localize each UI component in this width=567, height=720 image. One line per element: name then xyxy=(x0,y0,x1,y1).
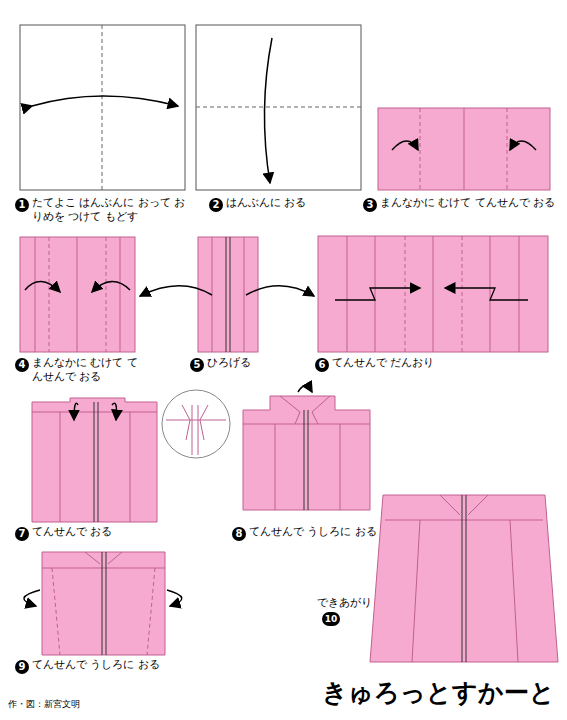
callout-number: 6 xyxy=(315,358,329,372)
callout-number: 3 xyxy=(363,198,377,212)
callout-number: 8 xyxy=(232,527,246,541)
step-text: てんせんで うしろに おる xyxy=(249,525,449,539)
callout-number: 4 xyxy=(15,358,29,372)
callout-number: 9 xyxy=(15,660,29,674)
step-text: てんせんで だんおり xyxy=(332,356,532,370)
step-text: てんせんで おる xyxy=(32,525,182,539)
callout-number: 1 xyxy=(15,198,29,212)
step-text: できあがり xyxy=(317,596,372,610)
callout-number: 7 xyxy=(15,527,29,541)
step-text: まんなかに むけて てんせんで おる xyxy=(32,356,142,384)
step-text: ひろげる xyxy=(207,356,317,370)
step-text: はんぶんに おる xyxy=(226,196,366,210)
step-text: まんなかに むけて てんせんで おる xyxy=(380,196,560,210)
callout-number: 2 xyxy=(209,198,223,212)
step-text: てんせんで うしろに おる xyxy=(32,658,232,672)
step-text: たてよこ はんぶんに おって おりめを つけて もどす xyxy=(32,196,192,224)
callout-number: 5 xyxy=(190,358,204,372)
callout-number: 10 xyxy=(322,612,340,626)
title: きゅろっとすかーと xyxy=(322,676,555,709)
step-text: 作・図：新宮文明 xyxy=(8,697,80,711)
